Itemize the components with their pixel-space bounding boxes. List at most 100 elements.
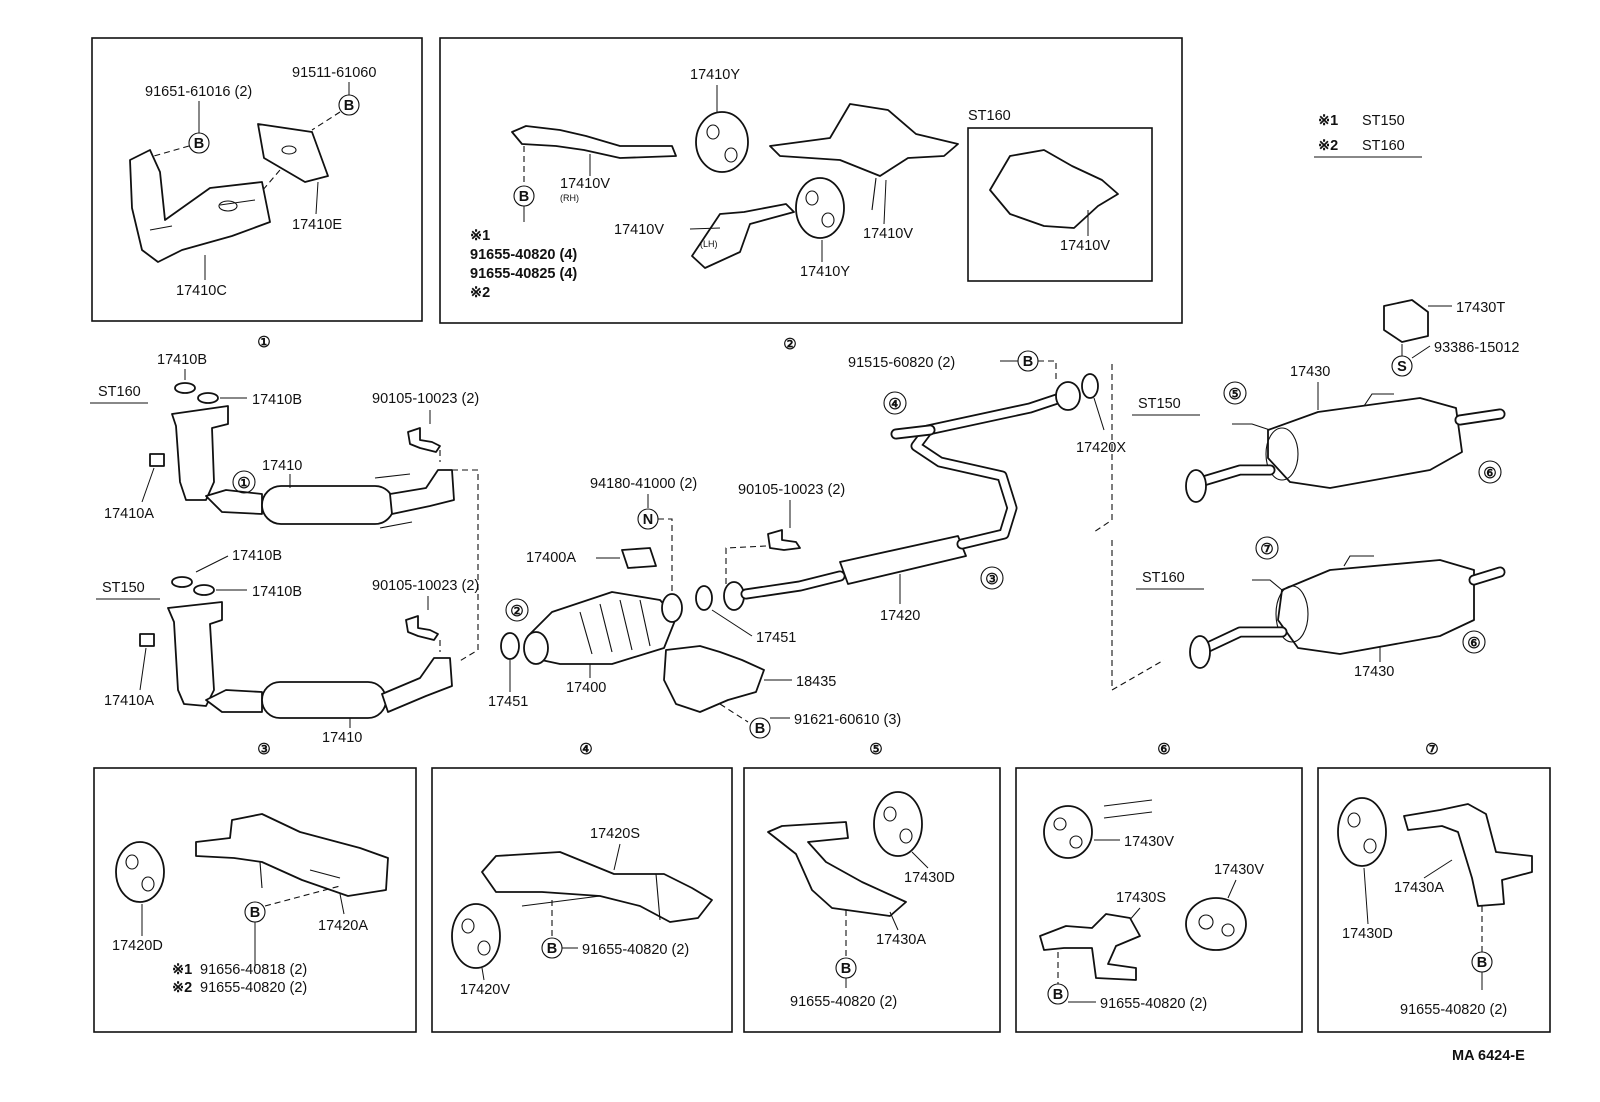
detail-box-5-frame [743, 767, 1001, 1033]
tail-inlet-pipe-inner [1196, 466, 1274, 486]
rubber-hanger-drawing [115, 841, 165, 903]
lh-bracket-drawing [691, 203, 795, 269]
bracket-detail-lines [259, 861, 341, 889]
converter-label: 17400 [566, 680, 606, 696]
nut-drawing [149, 453, 165, 467]
box3-bracket-label: 17420A [318, 918, 368, 934]
bolt-upper-label: 90105-10023 (2) [372, 391, 479, 407]
detail-box-4-frame [431, 767, 733, 1033]
st160-tail-label: ST160 [1142, 570, 1185, 586]
gasket-b-label-3: 17410B [232, 548, 282, 564]
nut-a-label-2: 17410A [104, 693, 154, 709]
converter-flange [523, 631, 549, 665]
detail-box-7: 17430D 17430A B 91655-40820 (2) [1317, 767, 1551, 1033]
svg-text:B: B [1053, 987, 1063, 1003]
leader-line [1093, 397, 1105, 431]
circle-index-marker: ① [232, 470, 256, 494]
st150-tail-label: ST150 [1138, 396, 1181, 412]
box5-hanger-label: 17430D [904, 870, 955, 886]
circle-index-marker: ⑦ [1255, 536, 1279, 560]
pipe-junction [205, 689, 263, 713]
box6-bracket-label: 17430S [1116, 890, 1166, 906]
detail-box-6-frame [1015, 767, 1303, 1033]
gasket-ring [197, 392, 219, 404]
svg-text:B: B [194, 136, 204, 152]
box6-hanger1-label: 17430V [1124, 834, 1174, 850]
center-pipe-label: 17420 [880, 608, 920, 624]
svg-text:B: B [344, 98, 354, 114]
svg-text:B: B [250, 905, 260, 921]
detail-box-4: 17420S 17420V B 91655-40820 (2) [431, 767, 733, 1033]
dashed-leader [1038, 360, 1057, 380]
box6-hanger2-label: 17430V [1214, 862, 1264, 878]
rubber-hanger-drawing [1185, 897, 1247, 951]
detail-index-4: ④ [579, 741, 592, 758]
detail-box-7-frame [1317, 767, 1551, 1033]
rubber-hanger-drawing [1337, 797, 1387, 867]
pipe-flange-end [389, 469, 455, 515]
tail-pipe-label-lower: 17430 [1354, 664, 1394, 680]
rh-bracket-drawing [511, 125, 677, 159]
rubber-hanger-drawing [795, 177, 845, 239]
pipe-studs [374, 473, 413, 529]
box3-note1-mark: ※1 [172, 962, 192, 978]
center-pipe-flange [1055, 381, 1081, 411]
center-pipe-inner [742, 572, 844, 598]
leader-line [1227, 879, 1237, 899]
bolt-drawing [405, 615, 439, 641]
box3-note1: 91656-40818 (2) [200, 962, 307, 978]
bracket-hole [218, 200, 238, 212]
screw-s-label: 93386-15012 [1434, 340, 1519, 356]
detail-box-1-frame [91, 37, 423, 322]
leader-line [911, 851, 929, 869]
muffler-end-cap [1265, 427, 1299, 481]
svg-text:B: B [1477, 955, 1487, 971]
bracket-detail-lines [149, 199, 256, 231]
mid-bracket-drawing [769, 103, 959, 177]
gasket-451-label-left: 17451 [488, 694, 528, 710]
box3-hanger-label: 17420D [112, 938, 163, 954]
st160-inner-box [967, 127, 1153, 282]
dashed-connection [1093, 364, 1113, 533]
b-bolt-marker: B [1017, 350, 1039, 372]
box6-bolt-label: 91655-40820 (2) [1100, 996, 1207, 1012]
gasket-b-label-1: 17410B [157, 352, 207, 368]
legend-model-2: ST160 [1362, 138, 1405, 154]
center-pipe-resonator [839, 535, 967, 585]
tail-hanger-rods [1252, 555, 1374, 591]
tail-pipe-label-upper: 17430 [1290, 364, 1330, 380]
center-pipe-tube-inner [912, 394, 1064, 548]
b-bolt-marker: B [513, 185, 535, 207]
b-bolt-marker: B [749, 717, 771, 739]
gasket-451-label-right: 17451 [756, 630, 796, 646]
tail-outlet-pipe-inner [1470, 568, 1504, 584]
front-pipe-label-upper: 17410 [262, 458, 302, 474]
dashed-connection [1111, 540, 1165, 691]
box2-bracket-lh-label: 17410V [614, 222, 664, 238]
converter-flange [661, 593, 683, 623]
gasket-ring [193, 584, 215, 596]
dashed-connection [452, 469, 479, 663]
rubber-hanger-drawing [451, 903, 501, 969]
svg-text:N: N [643, 512, 653, 528]
tail-inlet-flange [1189, 635, 1211, 669]
b-bolt-marker: B [188, 132, 210, 154]
front-pipe-muffler [261, 485, 395, 525]
rubber-mount-drawing [1383, 299, 1429, 343]
gasket-x-label: 17420X [1076, 440, 1126, 456]
svg-text:B: B [1023, 354, 1033, 370]
heat-insulator-drawing [663, 645, 765, 713]
box5-bolt-label: 91655-40820 (2) [790, 994, 897, 1010]
legend-mark-1: ※1 [1318, 113, 1338, 129]
bolt-drawing [767, 529, 801, 551]
leader-line [195, 555, 229, 573]
drawing-code: MA 6424-E [1452, 1048, 1525, 1064]
leader-line [689, 227, 721, 230]
box5-bracket-label: 17430A [876, 932, 926, 948]
mid-bracket-stud [871, 177, 877, 211]
svg-text:③: ③ [985, 571, 998, 588]
nut-n-label: 94180-41000 (2) [590, 476, 697, 492]
detail-index-6: ⑥ [1157, 741, 1170, 758]
leader-line [141, 467, 155, 503]
